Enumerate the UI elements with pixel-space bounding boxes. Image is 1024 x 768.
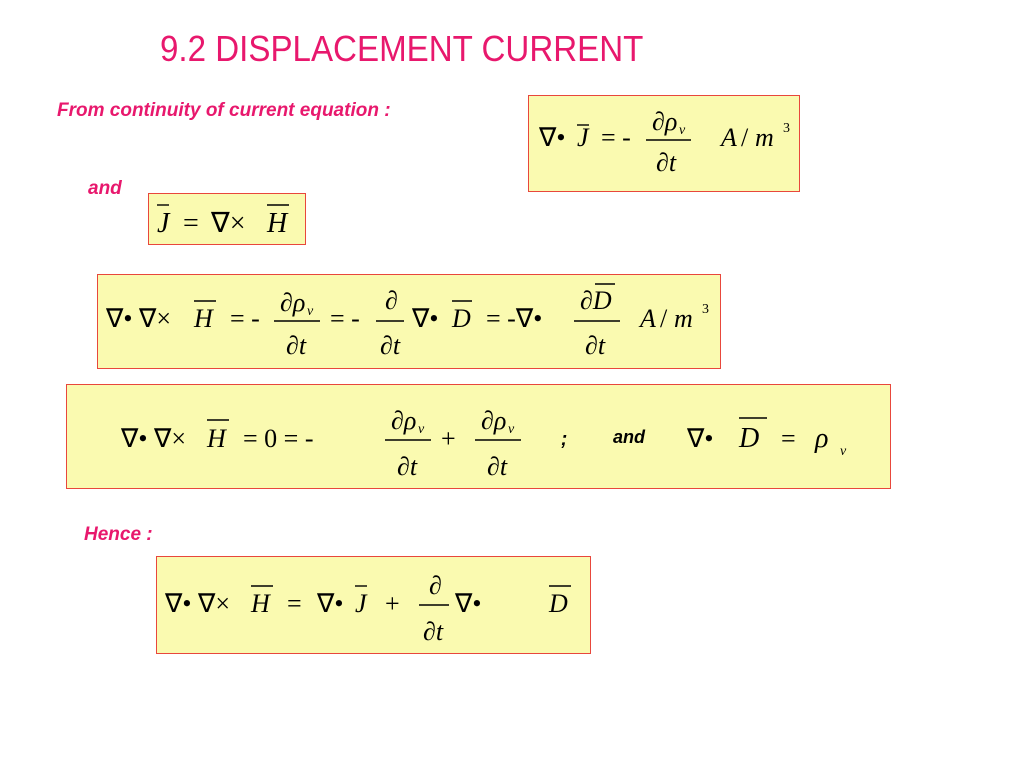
- continuity-label: From continuity of current equation :: [57, 100, 391, 121]
- svg-text:∇•: ∇•: [316, 589, 344, 618]
- and-label: and: [88, 178, 122, 199]
- equation-box-continuity: ∇• J = - ∂ρ v ∂t A / m 3: [528, 95, 800, 192]
- svg-text:3: 3: [783, 121, 790, 136]
- equation-result: ∇• ∇× H = ∇• J + ∂ ∂t ∇• D: [164, 571, 571, 646]
- svg-text:m: m: [674, 304, 693, 333]
- svg-text:= -: = -: [330, 304, 360, 333]
- page-title: 9.2 DISPLACEMENT CURRENT: [160, 28, 644, 69]
- svg-text:∇• ∇×: ∇• ∇×: [164, 589, 230, 618]
- svg-text:/: /: [660, 304, 668, 333]
- svg-text:J: J: [355, 589, 368, 618]
- svg-text:+: +: [441, 424, 456, 453]
- svg-text:∇• ∇×: ∇• ∇×: [105, 304, 171, 333]
- svg-text:= -: = -: [230, 304, 260, 333]
- svg-text:∂t: ∂t: [380, 331, 401, 360]
- svg-text:∂: ∂: [385, 286, 398, 315]
- equation-curl-h: J = ∇× H: [157, 204, 289, 239]
- svg-text:J: J: [577, 123, 590, 152]
- equation-divergence-chain: ∇• ∇× H = - ∂ρ v ∂t = - ∂ ∂t ∇• D = -∇• …: [105, 283, 709, 360]
- svg-text:J: J: [157, 208, 171, 239]
- svg-text:m: m: [755, 123, 774, 152]
- equation-box-curl: J = ∇× H: [148, 193, 306, 245]
- svg-text:/: /: [741, 123, 749, 152]
- svg-text:=: =: [287, 589, 302, 618]
- svg-text:A: A: [638, 304, 656, 333]
- svg-text:D: D: [451, 304, 471, 333]
- svg-text:∂ρ: ∂ρ: [652, 107, 677, 136]
- svg-text:∂D: ∂D: [580, 286, 612, 315]
- equation-box-zero-divergence: ∇• ∇× H = 0 = - ∂ρ v ∂t + ∂ρ v ∂t ∇• D =…: [66, 384, 891, 489]
- svg-text:∂t: ∂t: [656, 148, 677, 177]
- and-inline-label: and: [613, 427, 646, 447]
- semicolon-separator: ;: [561, 429, 568, 450]
- equation-continuity: ∇• J = - ∂ρ v ∂t A / m 3: [538, 107, 790, 177]
- svg-text:∇•: ∇•: [686, 424, 714, 453]
- svg-text:∂ρ: ∂ρ: [280, 288, 305, 317]
- svg-text:= -∇•: = -∇•: [486, 304, 542, 333]
- hence-label: Hence :: [84, 524, 153, 545]
- equation-box-result: ∇• ∇× H = ∇• J + ∂ ∂t ∇• D: [156, 556, 591, 654]
- svg-text:ρ: ρ: [814, 423, 828, 454]
- svg-text:v: v: [418, 422, 425, 437]
- svg-text:H: H: [266, 208, 289, 239]
- svg-text:∂t: ∂t: [397, 452, 418, 481]
- svg-text:∂ρ: ∂ρ: [481, 406, 506, 435]
- svg-text:v: v: [840, 444, 847, 459]
- svg-text:∂ρ: ∂ρ: [391, 406, 416, 435]
- svg-text:H: H: [193, 304, 214, 333]
- svg-text:∂t: ∂t: [585, 331, 606, 360]
- svg-text:∇•: ∇•: [538, 123, 566, 152]
- svg-text:3: 3: [702, 302, 709, 317]
- svg-text:H: H: [250, 589, 271, 618]
- svg-text:D: D: [738, 423, 759, 454]
- svg-text:= 0 = -: = 0 = -: [243, 424, 313, 453]
- svg-text:+: +: [385, 589, 400, 618]
- svg-text:∂t: ∂t: [423, 617, 444, 646]
- svg-text:∇•: ∇•: [454, 589, 482, 618]
- svg-text:∇×: ∇×: [210, 208, 246, 239]
- svg-text:∇• ∇×: ∇• ∇×: [120, 424, 186, 453]
- svg-text:=: =: [183, 208, 199, 239]
- svg-text:∂t: ∂t: [487, 452, 508, 481]
- svg-text:∂: ∂: [429, 571, 442, 600]
- svg-text:v: v: [307, 304, 314, 319]
- equation-box-divergence-chain: ∇• ∇× H = - ∂ρ v ∂t = - ∂ ∂t ∇• D = -∇• …: [97, 274, 721, 369]
- svg-text:=: =: [781, 424, 796, 453]
- svg-text:∂t: ∂t: [286, 331, 307, 360]
- svg-text:A: A: [719, 123, 737, 152]
- svg-text:H: H: [206, 424, 227, 453]
- svg-text:v: v: [508, 422, 515, 437]
- svg-text:D: D: [548, 589, 568, 618]
- equation-zero-divergence: ∇• ∇× H = 0 = - ∂ρ v ∂t + ∂ρ v ∂t ∇• D =…: [120, 406, 847, 481]
- svg-text:= -: = -: [601, 123, 631, 152]
- svg-text:∇•: ∇•: [411, 304, 439, 333]
- svg-text:v: v: [679, 123, 686, 138]
